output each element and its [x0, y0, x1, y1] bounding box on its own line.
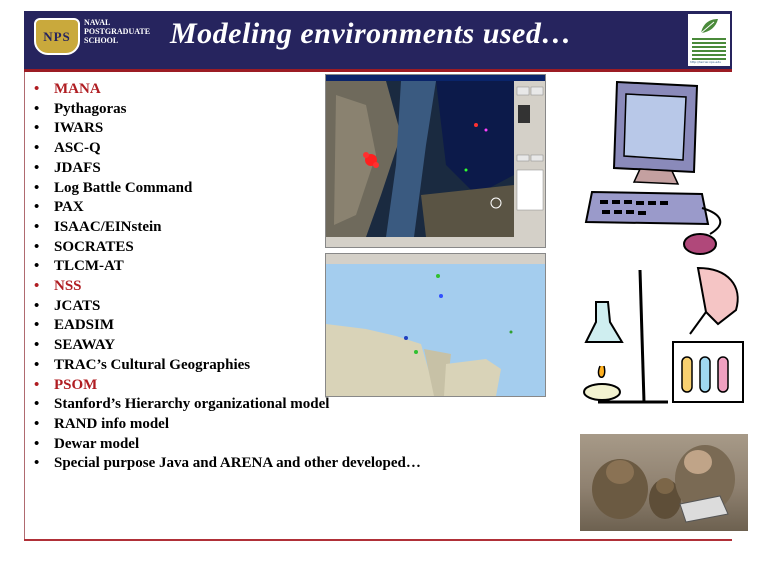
bullet-dot: •	[34, 179, 40, 196]
list-item: • Pythagoras	[34, 100, 421, 120]
list-item: • ASC-Q	[34, 139, 421, 159]
school-name: NAVAL POSTGRADUATE SCHOOL	[84, 18, 150, 45]
baboons-photo-image	[592, 445, 735, 523]
bullet-dot: •	[34, 218, 40, 235]
list-item-label: PAX	[54, 199, 84, 216]
nps-logo-text: NPS	[43, 28, 71, 44]
list-item: • Log Battle Command	[34, 179, 421, 199]
bullet-dot: •	[34, 199, 40, 216]
list-item-label: PSOM	[54, 376, 98, 393]
list-item: • NSS	[34, 277, 421, 297]
list-item-label: Special purpose Java and ARENA and other…	[54, 455, 421, 472]
list-item-label: Pythagoras	[54, 100, 127, 117]
list-item-label: TRAC’s Cultural Geographies	[54, 356, 251, 373]
list-item: • JDAFS	[34, 159, 421, 179]
bullet-dot: •	[34, 159, 40, 176]
bullet-dot: •	[34, 455, 40, 472]
list-item-label: SOCRATES	[54, 238, 134, 255]
header-underline	[24, 69, 732, 72]
bullet-dot: •	[34, 376, 40, 393]
bullet-dot: •	[34, 297, 40, 314]
harbor-map-screenshot	[325, 253, 546, 397]
list-item-label: NSS	[54, 278, 82, 295]
left-rule	[24, 72, 25, 539]
list-item: • TRAC’s Cultural Geographies	[34, 356, 421, 376]
bullet-dot: •	[34, 81, 40, 97]
list-item-label: TLCM-AT	[54, 258, 124, 275]
list-item-label: IWARS	[54, 120, 104, 137]
list-item-label: ASC-Q	[54, 140, 101, 157]
bullet-dot: •	[34, 100, 40, 117]
school-line-1: NAVAL	[84, 18, 111, 27]
bullet-dot: •	[34, 140, 40, 157]
list-item-label: Log Battle Command	[54, 179, 193, 196]
list-item-label: Dewar model	[54, 435, 140, 452]
cccp-logo: http://terrier.nps.edu	[688, 14, 730, 66]
list-item: • SOCRATES	[34, 238, 421, 258]
bullet-dot: •	[34, 415, 40, 432]
list-item: • Stanford’s Hierarchy organizational mod…	[34, 395, 421, 415]
list-item-label: MANA	[54, 81, 101, 97]
bullet-dot: •	[34, 238, 40, 255]
bullet-dot: •	[34, 356, 40, 373]
list-item-label: ISAAC/EINstein	[54, 218, 162, 235]
list-item: • JCATS	[34, 297, 421, 317]
list-item: • RAND info model	[34, 415, 421, 435]
list-item: • SEAWAY	[34, 336, 421, 356]
modeling-environment-list: • MANA • Pythagoras • IWARS • ASC-Q • JDAFS • Log B…	[34, 80, 421, 474]
list-item: • PSOM	[34, 376, 421, 396]
bullet-dot: •	[34, 120, 40, 137]
list-item: • ISAAC/EINstein	[34, 218, 421, 238]
bottom-rule	[24, 539, 732, 541]
cccp-lines	[692, 38, 726, 62]
bullet-dot: •	[34, 278, 40, 295]
list-item-label: JDAFS	[54, 159, 101, 176]
list-item: • TLCM-AT	[34, 257, 421, 277]
bullet-dot: •	[34, 317, 40, 334]
cccp-url: http://terrier.nps.edu	[690, 60, 722, 64]
header-bar	[24, 11, 732, 69]
leaf-icon	[700, 19, 718, 34]
list-item: • PAX	[34, 198, 421, 218]
list-item: • EADSIM	[34, 316, 421, 336]
list-item: • Dewar model	[34, 435, 421, 455]
satellite-map-image	[326, 75, 545, 247]
school-line-2: POSTGRADUATE	[84, 27, 151, 36]
laboratory-clipart-icon	[583, 266, 744, 404]
list-item-label: EADSIM	[54, 317, 115, 334]
list-item: • Special purpose Java and ARENA and othe…	[34, 454, 421, 474]
list-item: • IWARS	[34, 119, 421, 139]
list-item-label: JCATS	[54, 297, 101, 314]
computer-clipart-icon	[584, 80, 722, 255]
satellite-map-screenshot	[325, 74, 546, 248]
school-line-3: SCHOOL	[84, 36, 119, 45]
list-item-label: Stanford’s Hierarchy organizational mode…	[54, 396, 330, 413]
baboons-laptop-photo	[580, 434, 748, 531]
list-item-label: SEAWAY	[54, 337, 116, 354]
bullet-dot: •	[34, 435, 40, 452]
nps-logo: NPS	[34, 18, 80, 55]
bullet-dot: •	[34, 258, 40, 275]
bullet-dot: •	[34, 337, 40, 354]
list-item-label: RAND info model	[54, 415, 169, 432]
harbor-map-image	[326, 254, 545, 396]
list-item: • MANA	[34, 80, 421, 100]
bullet-dot: •	[34, 396, 40, 413]
slide-title: Modeling environments used…	[170, 17, 572, 50]
